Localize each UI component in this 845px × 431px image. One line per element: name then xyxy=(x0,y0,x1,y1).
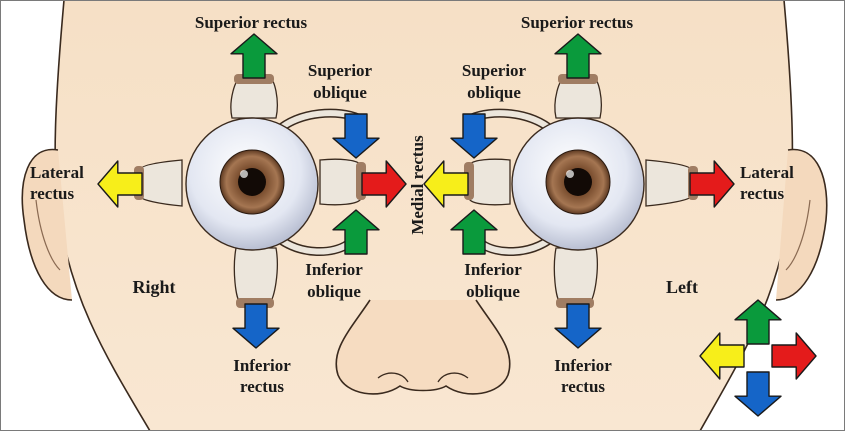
legend-arrow-up-icon xyxy=(734,299,782,345)
label-superior-oblique-right-line1: Superior xyxy=(308,61,373,80)
labels: Superior rectus Superior rectus Superior… xyxy=(30,13,794,396)
arrow-superior-rectus-left-icon xyxy=(554,33,602,79)
legend-arrow-right-icon xyxy=(771,332,817,380)
inferior-rectus-muscle-left xyxy=(553,247,598,303)
legend-arrow-down-icon xyxy=(734,371,782,417)
arrow-superior-rectus-right-icon xyxy=(230,33,278,79)
label-superior-rectus-left: Superior rectus xyxy=(521,13,634,32)
arrow-inferior-oblique-left-icon xyxy=(450,209,498,255)
lateral-rectus-muscle-right xyxy=(139,159,183,207)
label-superior-oblique-left-line2: oblique xyxy=(467,83,521,102)
label-medial-rectus: Medial rectus xyxy=(408,135,427,235)
arrow-medial-rectus-left-icon xyxy=(423,160,469,208)
label-inferior-oblique-right-line1: Inferior xyxy=(305,260,363,279)
label-lateral-rectus-left-line1: Lateral xyxy=(740,163,794,182)
medial-rectus-muscle-right xyxy=(319,158,361,206)
arrow-superior-oblique-left-icon xyxy=(450,113,498,159)
label-side-left: Left xyxy=(666,277,698,297)
label-inferior-rectus-right-line1: Inferior xyxy=(233,356,291,375)
inferior-rectus-muscle-right xyxy=(233,247,278,303)
label-inferior-rectus-left-line2: rectus xyxy=(561,377,605,396)
label-inferior-oblique-right-line2: oblique xyxy=(307,282,361,301)
legend-arrow-left-icon xyxy=(699,332,745,380)
arrow-inferior-rectus-left-icon xyxy=(554,303,602,349)
label-lateral-rectus-right-line1: Lateral xyxy=(30,163,84,182)
arrow-medial-rectus-right-icon xyxy=(361,160,407,208)
muscle-action-arrows xyxy=(97,33,817,417)
label-superior-rectus-right: Superior rectus xyxy=(195,13,308,32)
medial-rectus-muscle-left xyxy=(469,158,511,206)
label-inferior-rectus-right-line2: rectus xyxy=(240,377,284,396)
arrow-inferior-oblique-right-icon xyxy=(332,209,380,255)
label-inferior-rectus-left-line1: Inferior xyxy=(554,356,612,375)
arrow-inferior-rectus-right-icon xyxy=(232,303,280,349)
arrow-lateral-rectus-right-icon xyxy=(97,160,143,208)
label-lateral-rectus-left-line2: rectus xyxy=(740,184,784,203)
label-superior-oblique-left-line1: Superior xyxy=(462,61,527,80)
label-side-right: Right xyxy=(132,277,175,297)
label-lateral-rectus-right-line2: rectus xyxy=(30,184,74,203)
left-eye xyxy=(464,74,698,308)
lateral-rectus-muscle-left xyxy=(645,159,693,207)
label-superior-oblique-right-line2: oblique xyxy=(313,83,367,102)
arrow-superior-oblique-right-icon xyxy=(332,113,380,159)
arrow-lateral-rectus-left-icon xyxy=(689,160,735,208)
label-inferior-oblique-left-line2: oblique xyxy=(466,282,520,301)
label-inferior-oblique-left-line1: Inferior xyxy=(464,260,522,279)
